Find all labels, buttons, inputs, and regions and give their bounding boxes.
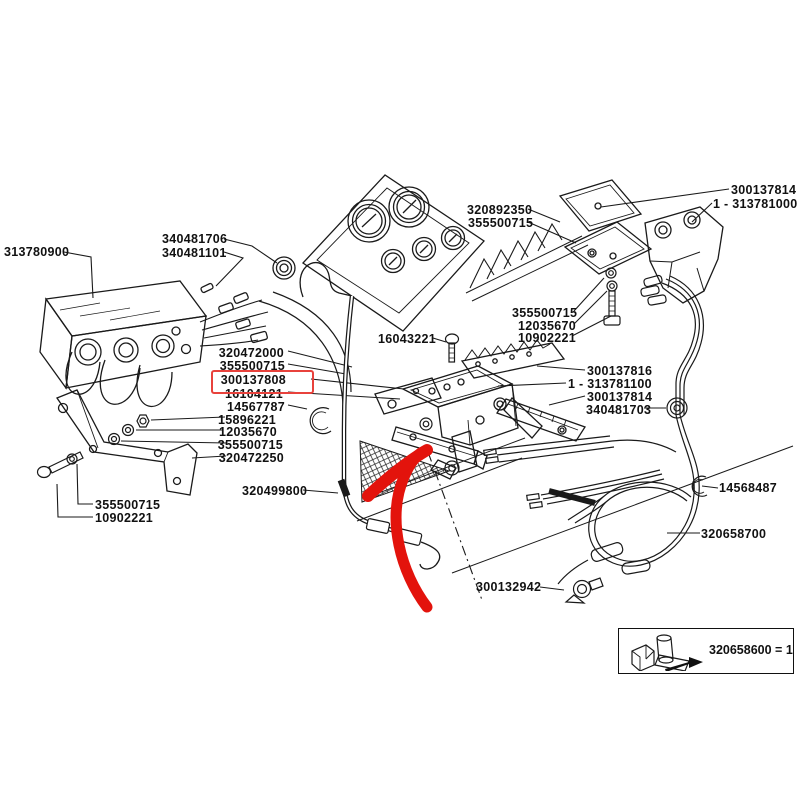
part-label: 320499800 bbox=[242, 484, 308, 498]
part-label: 16043221 bbox=[378, 332, 437, 346]
part-label: 1 - 313781000 bbox=[713, 197, 798, 211]
part-label: 320472250 bbox=[218, 451, 284, 465]
part-label: 16104121 bbox=[224, 387, 283, 401]
part-label: 340481101 bbox=[162, 246, 227, 260]
part-label: 355500715 bbox=[219, 359, 285, 373]
instrument-cluster-drawing bbox=[302, 174, 485, 332]
mounting-bracket-drawing bbox=[56, 389, 198, 496]
part-label: 313780900 bbox=[4, 245, 70, 259]
part-label: 15896221 bbox=[217, 413, 276, 427]
part-label: 320892350 bbox=[467, 203, 533, 217]
part-label: 355500715 bbox=[512, 306, 578, 320]
part-label: 340481706 bbox=[162, 232, 228, 246]
legend-text: 320658600 = 1 bbox=[709, 643, 793, 657]
part-label: 10902221 bbox=[95, 511, 154, 525]
cover-plates-drawing bbox=[465, 179, 653, 302]
part-label-highlighted: 300137808 bbox=[220, 373, 286, 387]
legend-part-icon bbox=[631, 634, 703, 671]
connector-block-drawing bbox=[374, 339, 586, 480]
leader-lines bbox=[56, 188, 730, 591]
support-bracket-drawing bbox=[644, 206, 724, 304]
control-box-drawing bbox=[39, 256, 296, 408]
legend-box: 320658600 = 1 bbox=[618, 628, 794, 674]
part-label: 300137816 bbox=[587, 364, 653, 378]
part-label: 1 - 313781100 bbox=[568, 377, 652, 391]
part-label: 12035670 bbox=[518, 319, 577, 333]
part-label: 14568487 bbox=[719, 481, 778, 495]
part-label: 355500715 bbox=[95, 498, 161, 512]
part-label: 300132942 bbox=[476, 580, 542, 594]
highlight-box bbox=[211, 370, 314, 394]
part-label: 340481703 bbox=[586, 403, 652, 417]
part-label: 355500715 bbox=[217, 438, 283, 452]
wiring-harness-drawing bbox=[451, 274, 794, 585]
highlight-arrow bbox=[362, 444, 433, 613]
part-label: 300137814 bbox=[731, 183, 797, 197]
part-label: 355500715 bbox=[468, 216, 534, 230]
part-label: 320472000 bbox=[218, 346, 284, 360]
part-label: 14567787 bbox=[226, 400, 285, 414]
part-label: 300137814 bbox=[587, 390, 653, 404]
part-label: 320658700 bbox=[701, 527, 767, 541]
part-label: 12035670 bbox=[218, 425, 277, 439]
part-label: 10902221 bbox=[518, 331, 577, 345]
cable-drawing bbox=[258, 261, 441, 570]
